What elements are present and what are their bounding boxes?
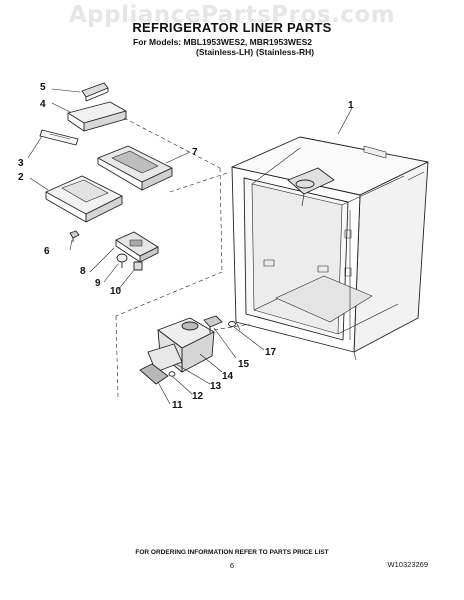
callout-4: 4 xyxy=(40,99,46,110)
callout-3: 3 xyxy=(18,158,24,169)
part-17-washer xyxy=(228,321,236,327)
callout-17: 17 xyxy=(265,347,277,358)
part-12-screw xyxy=(168,371,176,377)
watermark: AppliancePartsPros.com xyxy=(68,2,396,28)
callout-1: 1 xyxy=(348,100,354,111)
part-2-control-housing xyxy=(45,175,123,223)
ordering-note: FOR ORDERING INFORMATION REFER TO PARTS … xyxy=(135,549,329,556)
part-7-housing xyxy=(97,145,173,191)
callout-8: 8 xyxy=(80,266,86,277)
part-9-bulb xyxy=(116,253,128,268)
variant-rh: (Stainless-RH) xyxy=(256,47,315,57)
callout-labels: 1 5 4 3 2 7 6 8 9 10 17 15 14 13 12 11 xyxy=(18,82,354,411)
callout-10: 10 xyxy=(110,286,122,297)
callout-12: 12 xyxy=(192,391,204,402)
part-10-socket xyxy=(133,261,143,271)
callout-7: 7 xyxy=(192,147,198,158)
part-11-cover xyxy=(139,363,169,385)
callout-2: 2 xyxy=(18,172,24,183)
part-3-label xyxy=(39,129,79,146)
callout-6: 6 xyxy=(44,246,50,257)
document-part-number: W10323269 xyxy=(387,560,428,569)
page-number: 6 xyxy=(229,561,235,570)
model-list: For Models: MBL1953WES2, MBR1953WES2 xyxy=(133,37,313,47)
part-8-light-housing xyxy=(115,231,159,263)
callout-11: 11 xyxy=(172,400,183,411)
callout-14: 14 xyxy=(222,371,234,382)
callout-13: 13 xyxy=(210,381,222,392)
part-15-bracket xyxy=(203,315,223,333)
callout-5: 5 xyxy=(40,82,46,93)
part-4-cover xyxy=(67,101,127,132)
part-liner xyxy=(231,136,429,361)
part-5-clip xyxy=(81,82,109,102)
variant-lh: (Stainless-LH) xyxy=(196,47,254,57)
page-title: REFRIGERATOR LINER PARTS xyxy=(132,20,332,35)
callout-15: 15 xyxy=(238,359,250,370)
callout-9: 9 xyxy=(95,278,101,289)
assembly-boundary-lines xyxy=(115,117,251,399)
callout-leaders xyxy=(27,88,353,405)
part-6-screw xyxy=(69,230,80,242)
